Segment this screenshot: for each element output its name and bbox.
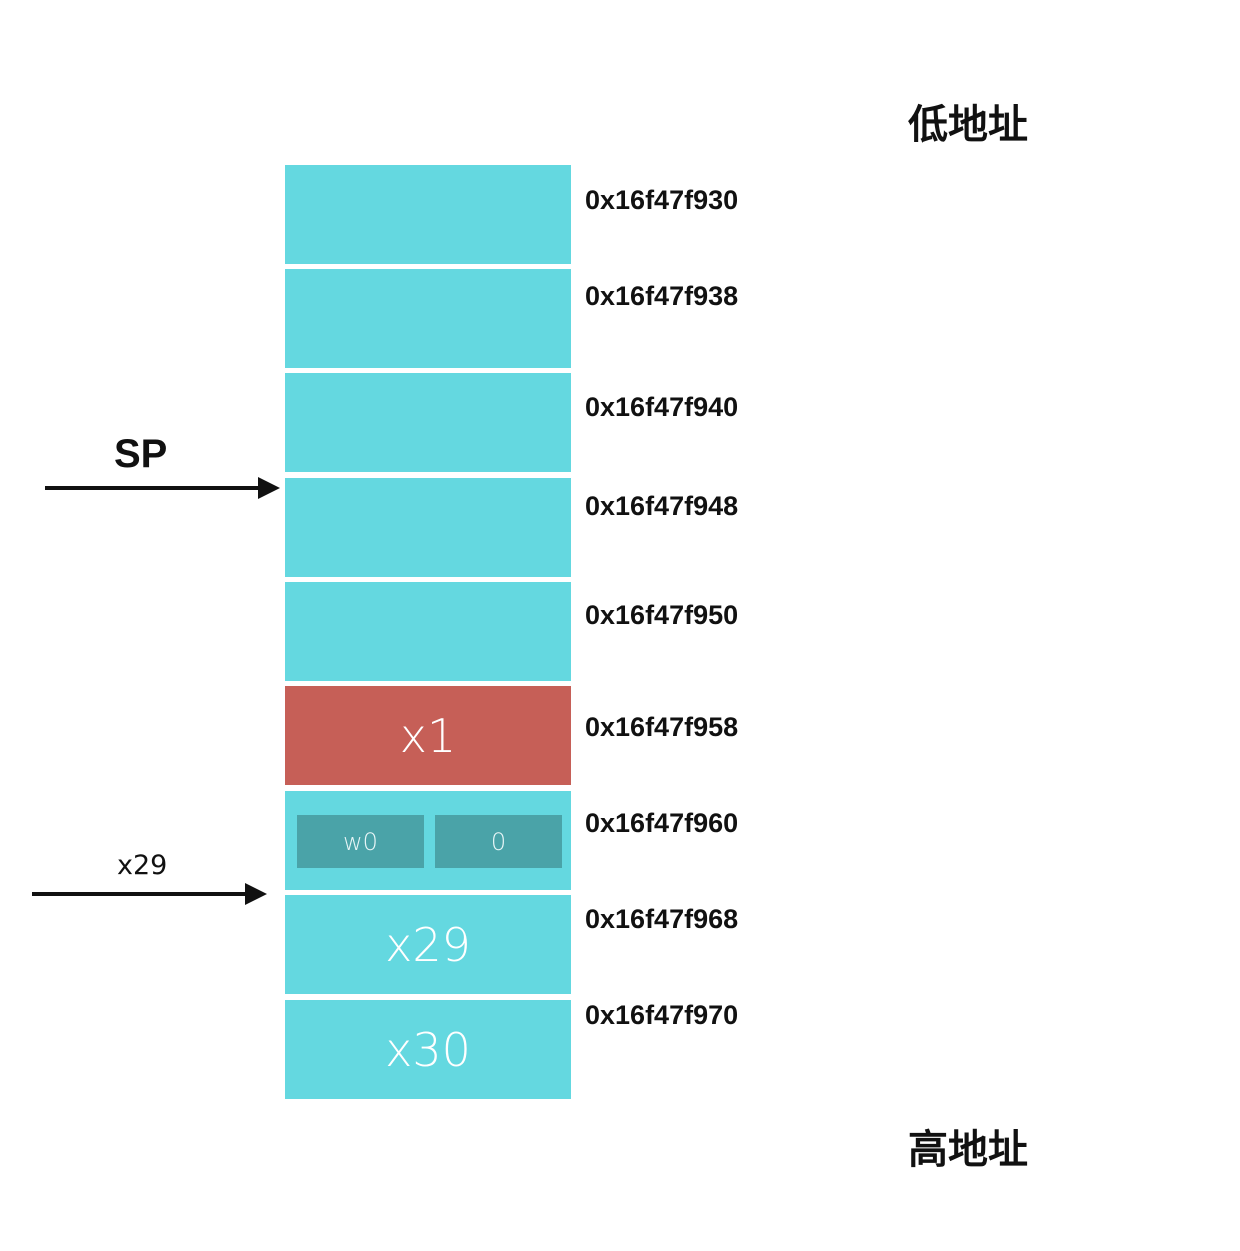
low-address-label: 低地址 xyxy=(908,102,1028,148)
address-label: 0x16f47f968 xyxy=(585,904,739,934)
subcell-zero: 0 xyxy=(435,815,562,868)
subcell-w0: w0 xyxy=(297,815,424,868)
x29-label: x29 xyxy=(117,850,168,881)
address-label: 0x16f47f970 xyxy=(585,1000,739,1030)
stack-cell-x30: x30 xyxy=(285,1000,571,1099)
address-label: 0x16f47f960 xyxy=(585,808,739,838)
sp-label: SP xyxy=(114,432,168,476)
x29-arrow-line xyxy=(32,892,247,896)
stack-cell-4 xyxy=(285,582,571,681)
stack-cell-w0: w0 0 xyxy=(285,791,571,890)
sp-arrow-line xyxy=(45,486,260,490)
high-address-label: 高地址 xyxy=(908,1127,1028,1173)
address-label: 0x16f47f940 xyxy=(585,392,739,422)
stack-cell-1 xyxy=(285,269,571,368)
address-label: 0x16f47f938 xyxy=(585,281,739,311)
address-label: 0x16f47f950 xyxy=(585,600,739,630)
stack-cell-3 xyxy=(285,478,571,577)
address-label: 0x16f47f948 xyxy=(585,491,739,521)
stack-cell-0 xyxy=(285,165,571,264)
arrow-right-icon xyxy=(245,883,267,905)
stack-cell-x29: x29 xyxy=(285,895,571,994)
address-label: 0x16f47f930 xyxy=(585,185,739,215)
arrow-right-icon xyxy=(258,477,280,499)
stack-cell-2 xyxy=(285,373,571,472)
address-label: 0x16f47f958 xyxy=(585,712,739,742)
stack-cell-x1: x1 xyxy=(285,686,571,785)
